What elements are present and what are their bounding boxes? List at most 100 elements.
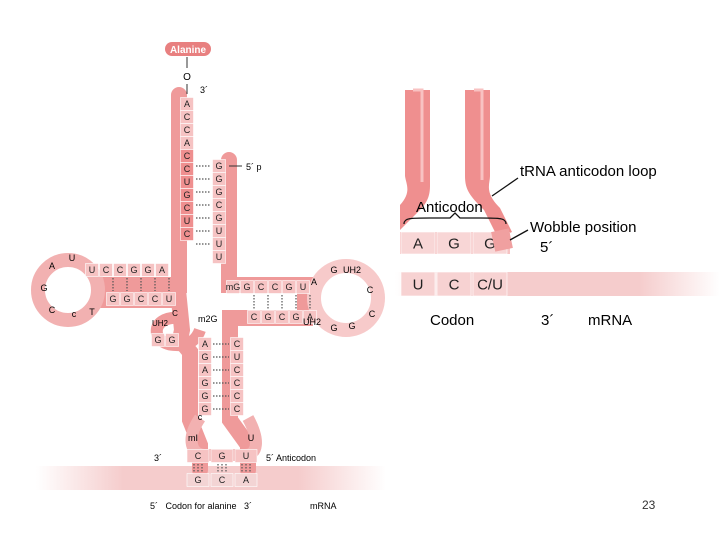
acceptor-3-base: C — [180, 123, 194, 137]
acceptor-5-base: G — [212, 172, 226, 186]
svg-text:G: G — [168, 335, 175, 345]
svg-text:U: U — [243, 451, 250, 461]
d-arm-top-base: C — [113, 263, 127, 277]
d-arm-top-base: U — [85, 263, 99, 277]
anticodon-loop-base: mI — [188, 433, 198, 443]
anticodon-arm-left-base: G — [151, 333, 165, 347]
acceptor-3-base: C — [180, 201, 194, 215]
svg-text:A: A — [159, 265, 165, 275]
zoom-codon-base: U — [400, 271, 436, 297]
loop-pointer — [491, 177, 519, 197]
d-loop-base: G — [40, 283, 47, 293]
zoom-anticodon-base: G — [436, 231, 472, 255]
svg-text:G: G — [243, 282, 250, 292]
m2g-label: m2G — [198, 314, 218, 324]
acceptor-5-base: G — [212, 185, 226, 199]
anticodon-bracket — [403, 212, 507, 225]
svg-text:G: G — [201, 378, 208, 388]
zoom-anticodon-label: Anticodon — [416, 199, 483, 216]
svg-text:C: C — [234, 378, 241, 388]
anticodon-arm-left-base: G — [198, 389, 212, 403]
svg-text:G: G — [201, 352, 208, 362]
acceptor-3-base: C — [180, 227, 194, 241]
svg-text:U: U — [216, 239, 223, 249]
acceptor-5-prime: 5´ p — [246, 162, 262, 172]
mrna-caption: mRNA — [310, 501, 337, 511]
t-arm-top-base: G — [282, 280, 296, 294]
d-arm-bottom-base: G — [120, 292, 134, 306]
svg-text:C/U: C/U — [477, 276, 503, 293]
d-arm-bottom-base: U — [162, 292, 176, 306]
zoom-codon-base: C/U — [472, 271, 508, 297]
t-arm-bottom-base: A — [303, 310, 317, 324]
anticodon-arm-left-base: G — [198, 376, 212, 390]
svg-text:U: U — [216, 226, 223, 236]
anticodon-3-prime: 3´ — [154, 453, 162, 463]
acceptor-3-base: C — [180, 162, 194, 176]
t-arm-bottom-base: C — [247, 310, 261, 324]
svg-text:U: U — [166, 294, 173, 304]
svg-text:A: A — [307, 312, 313, 322]
alanine-label: Alanine — [170, 45, 207, 56]
acceptor-3-base: C — [180, 110, 194, 124]
t-loop — [307, 259, 385, 337]
svg-text:G: G — [292, 312, 299, 322]
acceptor-5-base: C — [212, 198, 226, 212]
svg-text:A: A — [202, 339, 208, 349]
svg-text:G: G — [215, 161, 222, 171]
svg-text:C: C — [184, 229, 191, 239]
svg-text:C: C — [195, 451, 202, 461]
acceptor-3-prime: 3´ — [200, 85, 208, 95]
t-arm-top-base: G — [240, 280, 254, 294]
t-loop-base: UH2 — [303, 317, 321, 327]
zoom-codon-label: Codon — [430, 312, 474, 329]
wobble-pointer — [509, 229, 529, 241]
zoom-anticodon-base: A — [400, 231, 436, 255]
t-arm-top-base: C — [254, 280, 268, 294]
acceptor-5-base: U — [212, 237, 226, 251]
svg-text:C: C — [272, 282, 279, 292]
acceptor-3-base: A — [180, 97, 194, 111]
zoom-mrna-label: mRNA — [588, 312, 632, 329]
zoom-left-arm-highlight — [413, 88, 424, 182]
zoom-three-prime: 3´ — [541, 312, 554, 329]
variable-loop-base: UH2 — [152, 319, 169, 328]
zoom-right-arm — [465, 90, 512, 238]
zoom-five-prime: 5´ — [540, 239, 553, 256]
t-loop-base: C — [367, 285, 374, 295]
anticodon-arm-left-base: G — [165, 333, 179, 347]
t-arm-top-base: C — [268, 280, 282, 294]
d-loop — [31, 253, 105, 327]
svg-text:G: G — [123, 294, 130, 304]
anticodon-loop-base: U — [248, 433, 255, 443]
svg-text:U: U — [300, 282, 307, 292]
svg-text:C: C — [234, 339, 241, 349]
anticodon-arm-left-base: G — [198, 402, 212, 416]
t-loop-base: A — [311, 277, 317, 287]
wobble-chip — [491, 228, 513, 252]
svg-text:U: U — [216, 252, 223, 262]
alanine-box — [165, 42, 211, 56]
acceptor-3-base: G — [180, 188, 194, 202]
d-loop-base: c — [72, 309, 77, 319]
anticodon-arm-right-base: C — [230, 376, 244, 390]
svg-text:C: C — [138, 294, 145, 304]
acceptor-5-base: G — [212, 159, 226, 173]
svg-text:C: C — [234, 365, 241, 375]
d-arm-top-base: C — [99, 263, 113, 277]
svg-text:C: C — [234, 404, 241, 414]
svg-text:C: C — [449, 276, 460, 293]
svg-text:C: C — [216, 200, 223, 210]
acceptor-5-base: U — [212, 250, 226, 264]
page-number: 23 — [642, 498, 656, 512]
zoom-right-arm-highlight — [474, 88, 484, 180]
svg-text:C: C — [234, 391, 241, 401]
t-loop-base: G — [330, 323, 337, 333]
variable-loop-base: C — [172, 309, 178, 318]
svg-text:A: A — [184, 138, 190, 148]
